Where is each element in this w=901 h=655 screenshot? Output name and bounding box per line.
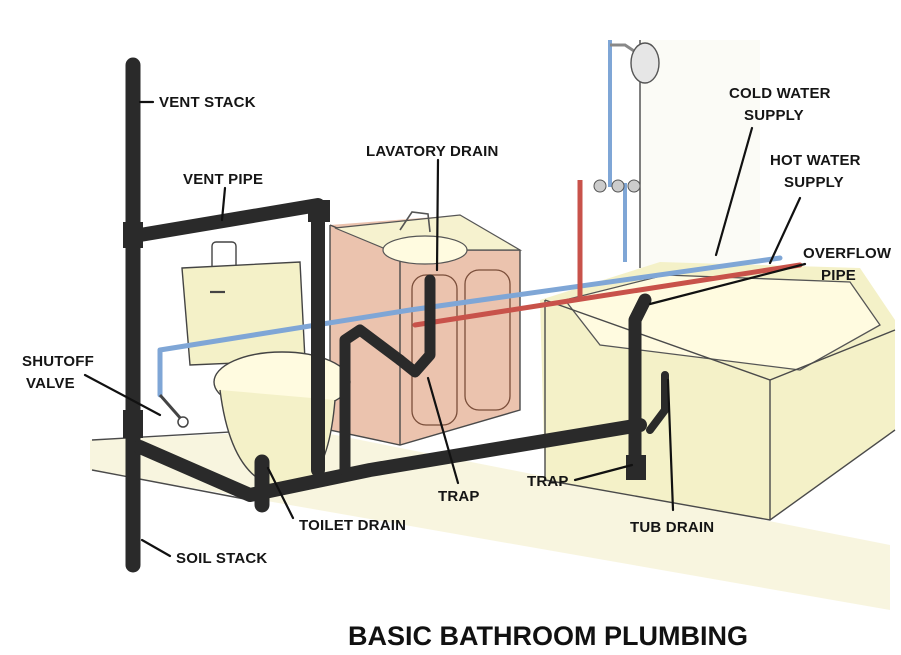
label-vent-stack: VENT STACK — [159, 94, 256, 111]
page-title: BASIC BATHROOM PLUMBING — [348, 621, 748, 651]
label-trap-tub: TRAP — [527, 473, 569, 490]
labels: VENT STACK VENT PIPE LAVATORY DRAIN COLD… — [22, 85, 892, 651]
label-overflow: OVERFLOW — [803, 245, 892, 262]
label-hot-water: HOT WATER — [770, 152, 861, 169]
label-cold-water: COLD WATER — [729, 85, 831, 102]
label-toilet-drain: TOILET DRAIN — [299, 517, 406, 534]
label-vent-pipe: VENT PIPE — [183, 171, 263, 188]
label-overflow-pipe: PIPE — [821, 267, 856, 284]
dwv-pipes — [123, 57, 669, 573]
label-trap-lavatory: TRAP — [438, 488, 480, 505]
leader-lines — [83, 100, 807, 558]
label-shutoff: SHUTOFF — [22, 353, 94, 370]
label-cold-water-supply: SUPPLY — [744, 107, 804, 124]
water-supply-lines — [157, 40, 803, 428]
label-lavatory-drain: LAVATORY DRAIN — [366, 143, 499, 160]
label-hot-water-supply: SUPPLY — [784, 174, 844, 191]
bathtub — [540, 262, 896, 521]
label-shutoff-valve: VALVE — [26, 375, 75, 392]
label-soil-stack: SOIL STACK — [176, 550, 267, 567]
label-tub-drain: TUB DRAIN — [630, 519, 714, 536]
